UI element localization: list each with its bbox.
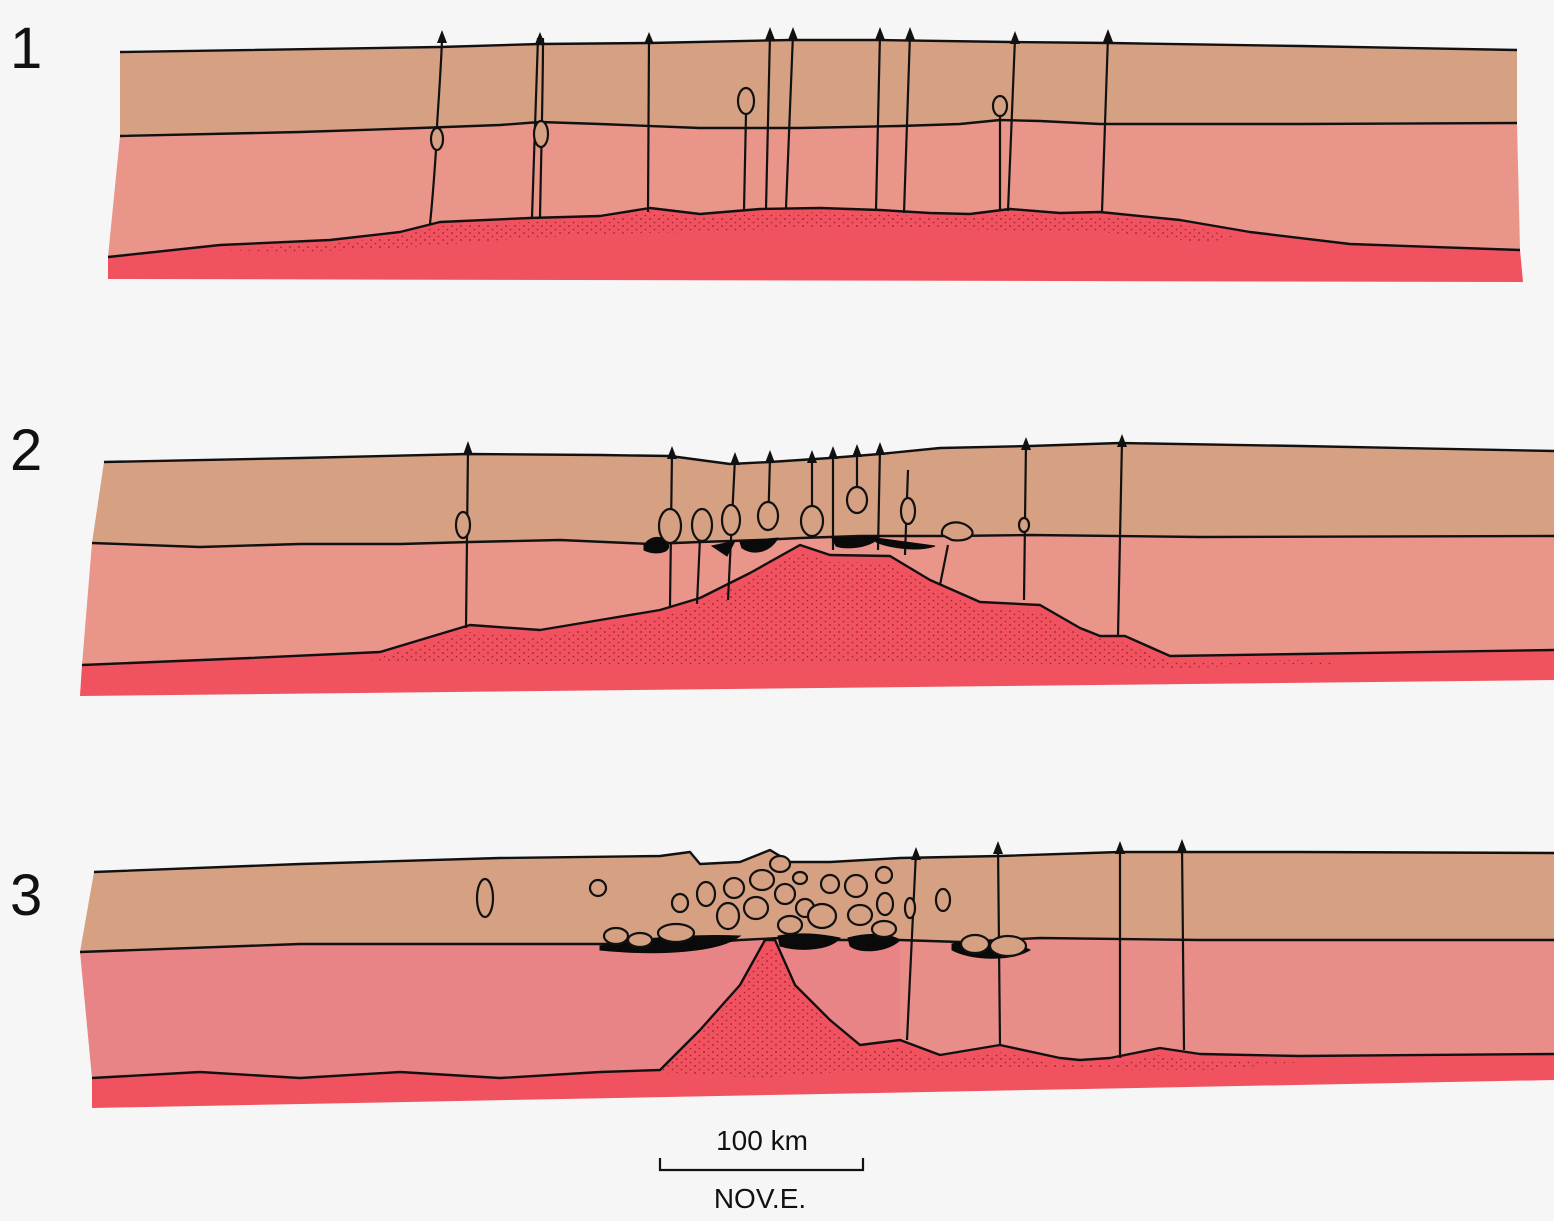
- panel-3: 3: [10, 839, 1554, 1108]
- scale-bar: 100 km NOV.E.: [660, 1125, 863, 1214]
- panel-2: 2: [10, 418, 1554, 696]
- scale-note: NOV.E.: [714, 1183, 806, 1214]
- panel-1-label: 1: [10, 16, 42, 81]
- panel-3-label: 3: [10, 863, 42, 928]
- scale-distance-label: 100 km: [716, 1125, 808, 1156]
- panel-2-label: 2: [10, 418, 42, 483]
- panel-1-upper-crust: [120, 40, 1517, 136]
- scale-bar-line: [660, 1158, 863, 1170]
- panel-1: 1: [10, 16, 1523, 282]
